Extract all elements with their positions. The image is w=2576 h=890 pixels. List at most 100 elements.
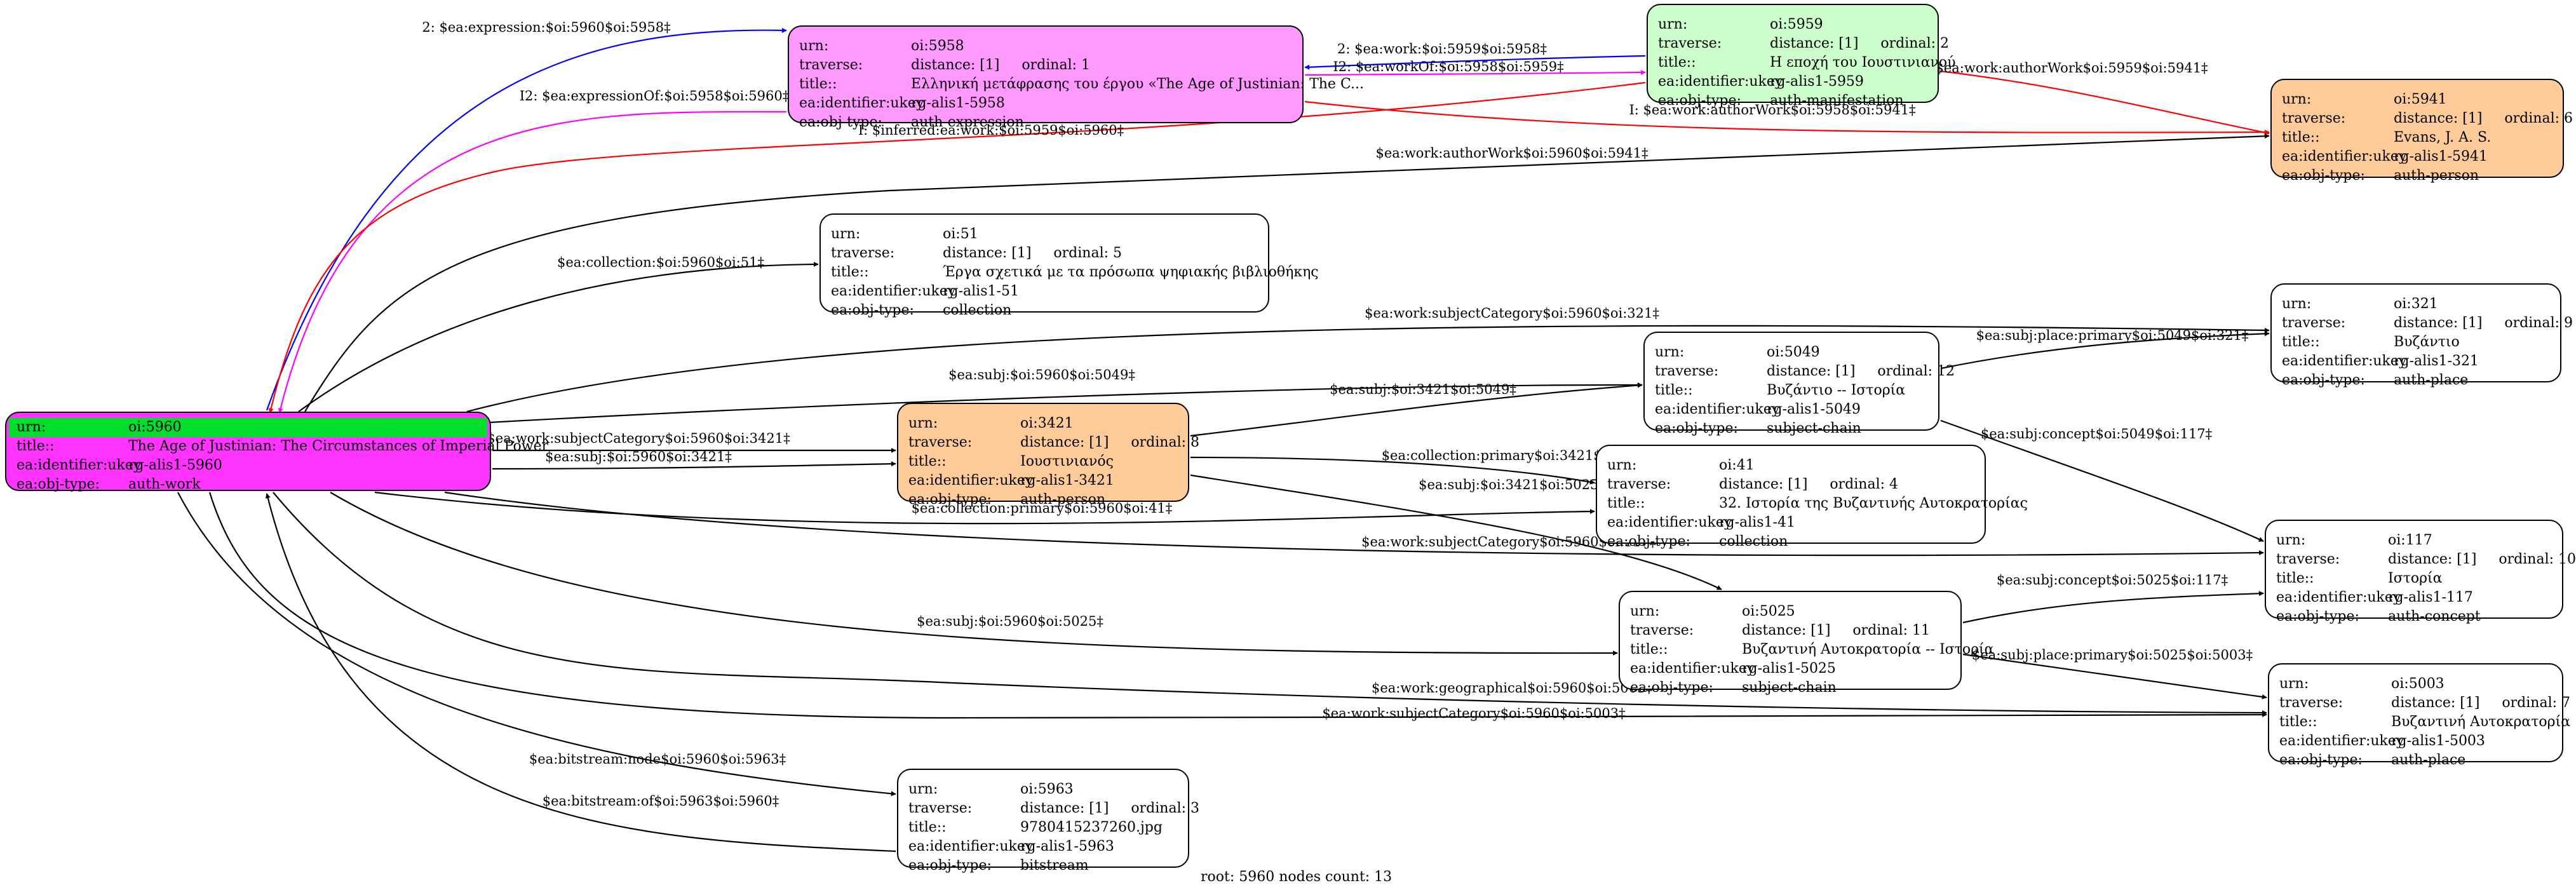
node-field-row: urn:oi:3421 (898, 414, 1188, 433)
field-key: traverse: (1658, 36, 1722, 51)
field-value: rg-alis1-117 (2388, 590, 2473, 605)
field-value: distance: [1] ordinal: 10 (2388, 551, 2576, 567)
field-value: Βυζαντινή Αυτοκρατορία (2391, 714, 2571, 730)
edge-5960-5049 (489, 382, 1643, 424)
node-field-row: title::9780415237260.jpg (898, 818, 1188, 837)
field-key: ea:obj-type: (1607, 534, 1690, 550)
field-key: ea:obj-type: (2282, 168, 2365, 184)
field-value: oi:5959 (1770, 17, 1823, 32)
field-value: rg-alis1-5049 (1767, 401, 1861, 417)
field-value: distance: [1] ordinal: 2 (1770, 36, 1950, 51)
edge-label: $ea:bitstream:node$oi:5960$oi:5963‡ (529, 752, 786, 767)
field-key: traverse: (908, 800, 973, 816)
edge-label: $ea:bitstream:of$oi:5963$oi:5960‡ (543, 793, 779, 809)
node-field-row: ea:obj-type:collection (821, 301, 1268, 320)
field-value: auth-concept (2388, 609, 2481, 624)
field-key: ea:identifier:ukey (1630, 661, 1755, 677)
node-field-row: ea:obj-type:auth-manifestation (1648, 91, 1938, 111)
node-field-row: traverse:distance: [1] ordinal: 8 (898, 433, 1199, 452)
field-value: Evans, J. A. S. (2394, 130, 2492, 145)
field-key: urn: (1655, 344, 1685, 360)
field-value: distance: [1] ordinal: 3 (1020, 800, 1200, 816)
field-value: oi:5960 (128, 419, 182, 435)
field-key: ea:identifier:ukey (908, 839, 1034, 854)
node-field-row: ea:obj-type:auth-concept (2266, 607, 2562, 626)
field-key: ea:identifier:ukey (2276, 590, 2401, 605)
field-key: urn: (2282, 296, 2312, 312)
field-value: collection (1719, 534, 1788, 550)
node-field-row: urn: oi:5049 (1645, 343, 1938, 362)
node-field-row: urn:oi:51 (821, 225, 1268, 244)
field-key: urn: (1630, 603, 1660, 619)
node-field-row: urn:oi:5003 (2269, 675, 2562, 694)
field-value: rg-alis1-51 (943, 283, 1019, 299)
edge-label: $ea:subj:$oi:3421$oi:5049‡ (1330, 382, 1516, 397)
edge-label: $ea:collection:$oi:5960$oi:51‡ (557, 255, 764, 270)
edge-3421-41 (1190, 456, 1595, 485)
field-value: rg-alis1-5025 (1742, 661, 1836, 677)
field-value: Βυζαντινή Αυτοκρατορία -- Ιστορία (1742, 642, 1994, 657)
node-field-row: traverse:distance: [1] ordinal: 7 (2269, 694, 2570, 713)
field-value: oi:41 (1719, 457, 1755, 473)
node-field-row: traverse: distance: [1] ordinal: 3 (898, 799, 1199, 818)
node-field-row: ea:obj-type:bitstream (898, 856, 1188, 875)
field-value: rg-alis1-5958 (911, 95, 1005, 111)
field-key: title:: (908, 454, 947, 469)
edge-5025-5003 (1962, 653, 2267, 699)
field-key: ea:obj-type: (17, 476, 100, 492)
node-field-row: ea:obj-type:auth-place (2272, 371, 2560, 390)
node-field-row: title::Ιουστινιανός (898, 452, 1188, 471)
node-field-row: title::Βυζάντιο (2272, 333, 2560, 352)
field-key: traverse: (2282, 315, 2346, 331)
node-field-row: traverse: distance: [1] ordinal: 2 (1648, 34, 1949, 53)
node-field-row: urn:oi:321 (2272, 295, 2560, 314)
field-value: oi:3421 (1020, 415, 1074, 431)
node-field-row: traverse:distance: [1] ordinal: 10 (2266, 550, 2576, 569)
field-value: The Age of Justinian: The Circumstances … (128, 438, 549, 454)
field-key: urn: (1607, 457, 1637, 473)
edge-5963-5960 (265, 493, 896, 853)
edge-label-layer: 2: $ea:expression:$oi:5960$oi:5958‡I2: $… (422, 20, 2253, 809)
field-key: traverse: (2279, 695, 2343, 711)
field-value: Η εποχή του Ιουστινιανού (1770, 55, 1956, 71)
field-key: ea:identifier:ukey (799, 95, 924, 111)
field-value: rg-alis1-41 (1719, 515, 1795, 530)
field-value: oi:5941 (2394, 91, 2447, 107)
edge-5049-117 (1940, 419, 2264, 542)
edge-5960-3421 (492, 461, 896, 470)
field-value: 32. Ιστορία της Βυζαντινής Αυτοκρατορίας (1719, 496, 2028, 511)
edge-3421-5049 (1190, 382, 1643, 437)
field-value: oi:5049 (1767, 344, 1820, 360)
node-field-row: ea:obj-type:auth-place (2269, 751, 2562, 770)
node-field-row: title::The Age of Justinian: The Circums… (6, 437, 548, 456)
node-field-row: ea:obj-type:subject-chain (1645, 419, 1938, 438)
field-key: ea:obj-type: (1658, 93, 1741, 109)
field-key: title:: (17, 438, 55, 454)
node-field-row: ea:obj-type:auth-work (6, 475, 490, 494)
field-value: auth-place (2394, 372, 2469, 388)
edge-label: $ea:subj:$oi:5960$oi:3421‡ (545, 449, 732, 464)
edge-label: I: $ea:work:authorWork$oi:5958$oi:5941‡ (1629, 102, 1915, 118)
field-key: urn: (17, 419, 46, 435)
field-value: oi:51 (943, 226, 978, 242)
field-key: title:: (2276, 570, 2314, 586)
